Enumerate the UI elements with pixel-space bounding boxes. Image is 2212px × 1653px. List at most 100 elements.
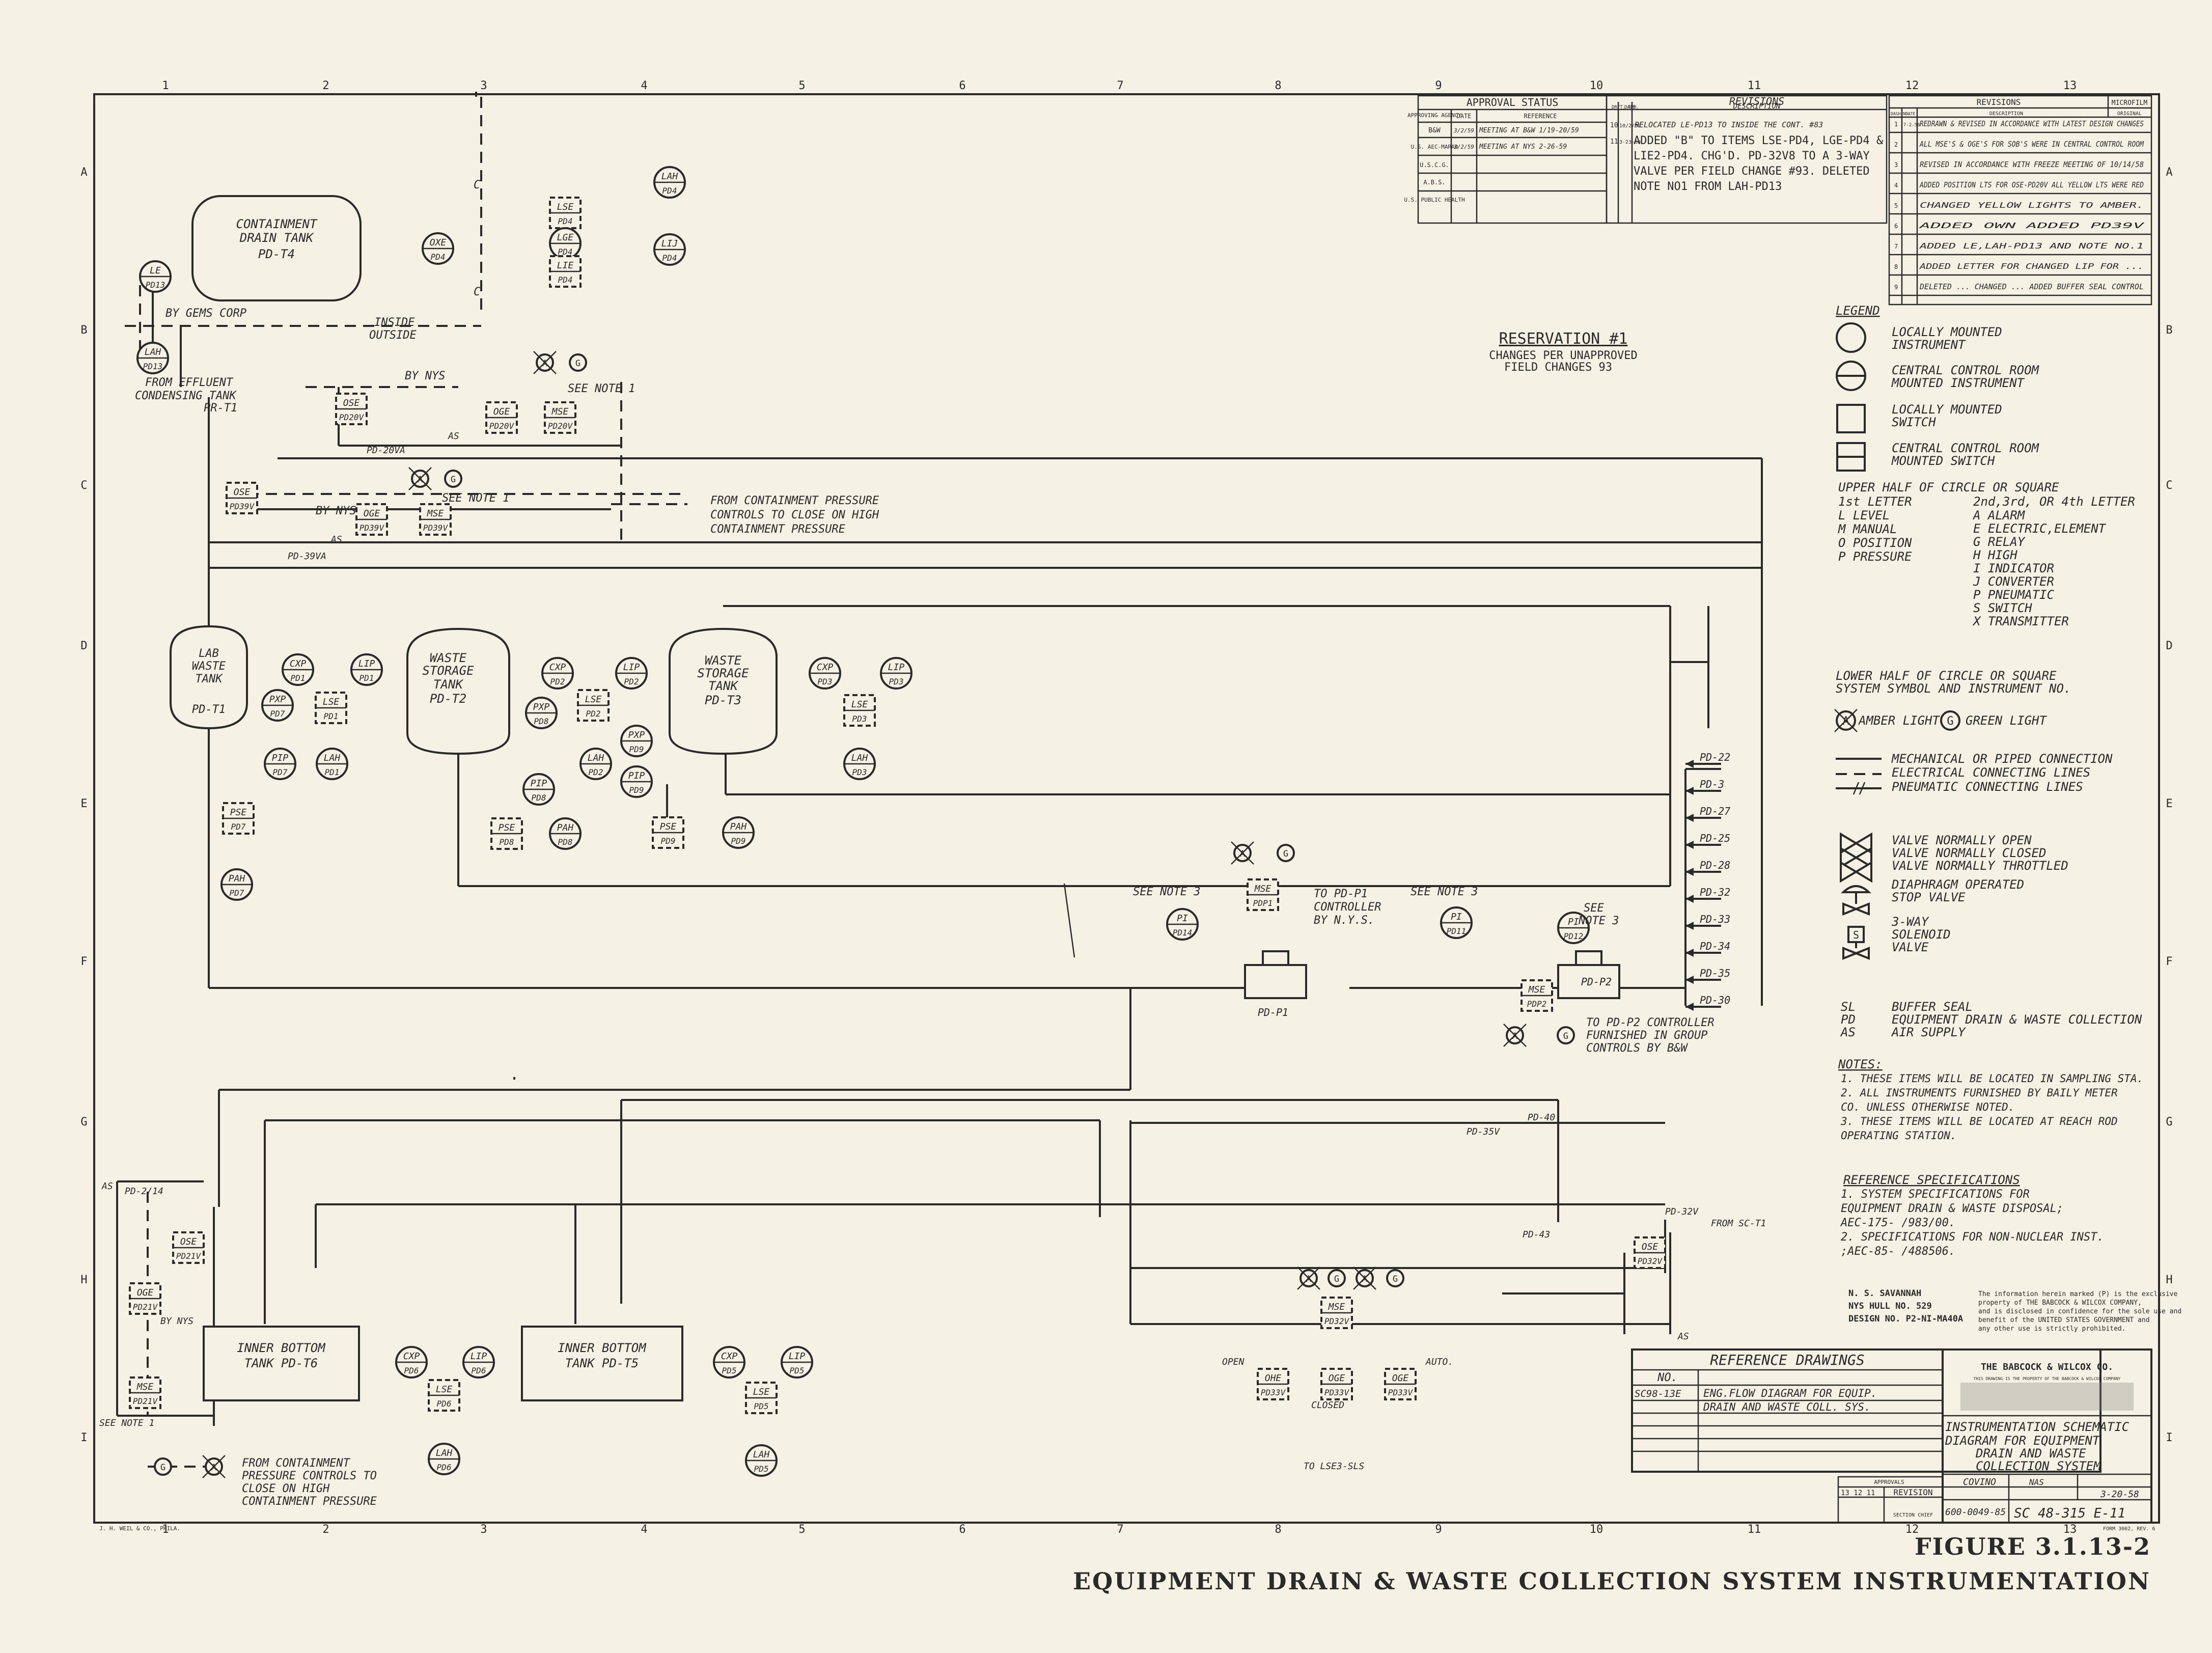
- approval-header-date: DATE: [1457, 113, 1472, 120]
- legend-abbrev-code: PD: [1841, 1012, 1856, 1027]
- section-chief: SECTION CHIEF: [1893, 1512, 1933, 1518]
- svg-text:G: G: [451, 475, 456, 485]
- svg-text:A: A: [1512, 1031, 1517, 1041]
- reference-specifications: REFERENCE SPECIFICATIONS 1. SYSTEM SPECI…: [1840, 1173, 2104, 1258]
- legend-valve-open-symbol: [1840, 832, 1872, 855]
- instrument-number: PD39V: [230, 502, 255, 511]
- instrument-symbol: OGE: [364, 508, 380, 519]
- tank-label: DRAIN TANK: [239, 231, 314, 245]
- annot-outside: OUTSIDE: [369, 329, 417, 342]
- instrument-number: PD1: [360, 673, 374, 683]
- instrument-number: PD7: [270, 709, 285, 719]
- rev-right-desc: DELETED ... CHANGED ... ADDED BUFFER SEA…: [1919, 282, 2144, 291]
- instrument-number: PD3: [852, 714, 867, 724]
- grid-column-label: 6: [959, 79, 965, 92]
- annotations: BY GEMS CORP FROM EFFLUENT CONDENSING TA…: [99, 179, 1766, 1508]
- annot-see-note1: SEE NOTE 1: [99, 1418, 154, 1428]
- instrument-symbol: PXP: [269, 694, 286, 705]
- tank-label: CONTAINMENT: [236, 217, 318, 231]
- instrument-number: PD2: [624, 677, 639, 686]
- header-line-label: PD-22: [1700, 751, 1730, 763]
- rev-right-header-original: ORIGINAL: [2117, 111, 2142, 117]
- legend: LEGEND LOCALLY MOUNTED INSTRUMENT CENTRA…: [1834, 304, 2142, 1039]
- annot-c: C: [474, 179, 481, 191]
- annot-inside: INSIDE: [374, 316, 415, 329]
- reservation-note: RESERVATION #1 CHANGES PER UNAPPROVED FI…: [1489, 330, 1637, 374]
- figure-number: FIGURE 3.1.13-2: [1914, 1533, 2151, 1560]
- disclaimer: The information herein marked (P) is the…: [1978, 1290, 2181, 1333]
- annot-from-cont2: CLOSE ON HIGH: [242, 1482, 330, 1495]
- instrument-number: PD3: [852, 767, 867, 777]
- annot-as: AS: [330, 534, 342, 545]
- note-line: 2. ALL INSTRUMENTS FURNISHED BY BAILY ME…: [1841, 1087, 2118, 1099]
- amber-light-icon: A: [1353, 1266, 1376, 1290]
- legend-first-letter: L LEVEL: [1838, 508, 1890, 522]
- rev-right-header-dash: DASH NO.: [1891, 112, 1911, 116]
- legend-lower-title: LOWER HALF OF CIRCLE OR SQUARE: [1836, 669, 2057, 683]
- reference-drawings-block: REFERENCE DRAWINGS NO. SC98-13E ENG.FLOW…: [1631, 1348, 2102, 1473]
- instrument-symbol: LIP: [888, 662, 905, 673]
- piping: PD-22PD-3PD-27PD-25PD-28PD-32PD-33PD-34P…: [116, 92, 1763, 1468]
- instrument-symbol: LAH: [436, 1448, 453, 1458]
- grid-row-label: I: [2166, 1431, 2172, 1444]
- legend-lower-sub: SYSTEM SYMBOL AND INSTRUMENT NO.: [1836, 681, 2071, 696]
- annot-c: C: [474, 286, 481, 298]
- header-line-label: PD-34: [1700, 940, 1730, 952]
- legend-first-letter: O POSITION: [1838, 536, 1912, 550]
- grid-row-label: F: [2166, 955, 2172, 968]
- instrument-pxppd7: PXP PD7: [261, 689, 294, 722]
- instrument-number: PD2: [550, 677, 565, 686]
- svg-text:A: A: [1240, 849, 1245, 859]
- green-light-icon: G: [444, 470, 462, 488]
- approval-date: 3/2/59: [1453, 144, 1474, 150]
- rev-right-desc: ADDED LE,LAH-PD13 AND NOTE NO.1: [1919, 241, 2144, 251]
- note-line: 3. THESE ITEMS WILL BE LOCATED AT REACH …: [1840, 1115, 2118, 1127]
- instrument-symbol: LAH: [661, 171, 678, 182]
- instrument-symbol: MSE: [136, 1382, 154, 1392]
- instrument-symbol: PAH: [229, 873, 245, 884]
- form-number: FORM 3002, REV. 6: [2103, 1526, 2155, 1532]
- instrument-number: PD32V: [1638, 1256, 1663, 1266]
- tank-label: TANK PD-T5: [565, 1356, 639, 1370]
- containment-drain-tank: CONTAINMENT DRAIN TANK PD-T4: [191, 195, 362, 301]
- legend-first-letter: P PRESSURE: [1838, 549, 1912, 564]
- instrument-number: PD13: [146, 280, 165, 290]
- instrument-symbol: PAH: [730, 821, 747, 832]
- annot-to-pdp1: BY N.Y.S.: [1314, 914, 1374, 927]
- instrument-number: PD7: [231, 822, 246, 832]
- instrument-symbol: MSE: [1528, 984, 1545, 995]
- instrument-number: PD4: [558, 216, 573, 226]
- legend-abbrev-code: AS: [1840, 1025, 1856, 1039]
- rev-right-desc: REDRAWN & REVISED IN ACCORDANCE WITH LAT…: [1920, 119, 2144, 128]
- title-block: THE BABCOCK & WILCOX CO. THIS DRAWING IS…: [1837, 1348, 2152, 1524]
- annot-from-cont: FROM CONTAINMENT PRESSURE: [710, 494, 879, 507]
- tank-label: STORAGE: [697, 666, 749, 680]
- grid-column-label: 2: [322, 1523, 329, 1536]
- rev-mid-date: 10/2/59: [1619, 123, 1641, 129]
- instrument-symbol: OSE: [343, 398, 360, 408]
- annot-to-pdp2: FURNISHED IN GROUP: [1586, 1029, 1707, 1042]
- instrument-number: PD33V: [1261, 1388, 1286, 1397]
- annot-as: AS: [448, 431, 459, 442]
- instrument-number: PD8: [500, 837, 514, 847]
- annot-from-effluent: PR-T1: [204, 402, 237, 415]
- pumps: PD-P1 PD-P2: [1244, 950, 1620, 1018]
- green-light-icon: G: [1557, 1026, 1575, 1044]
- instrument-symbol: PIP: [272, 753, 289, 763]
- grid-row-label: A: [80, 166, 87, 179]
- instrument-symbol: LAH: [145, 347, 161, 357]
- svg-text:A: A: [1362, 1274, 1367, 1284]
- rev-right-desc: ADDED OWN ADDED PD39V: [1919, 221, 2145, 230]
- approvals-label: APPROVALS: [1874, 1479, 1904, 1485]
